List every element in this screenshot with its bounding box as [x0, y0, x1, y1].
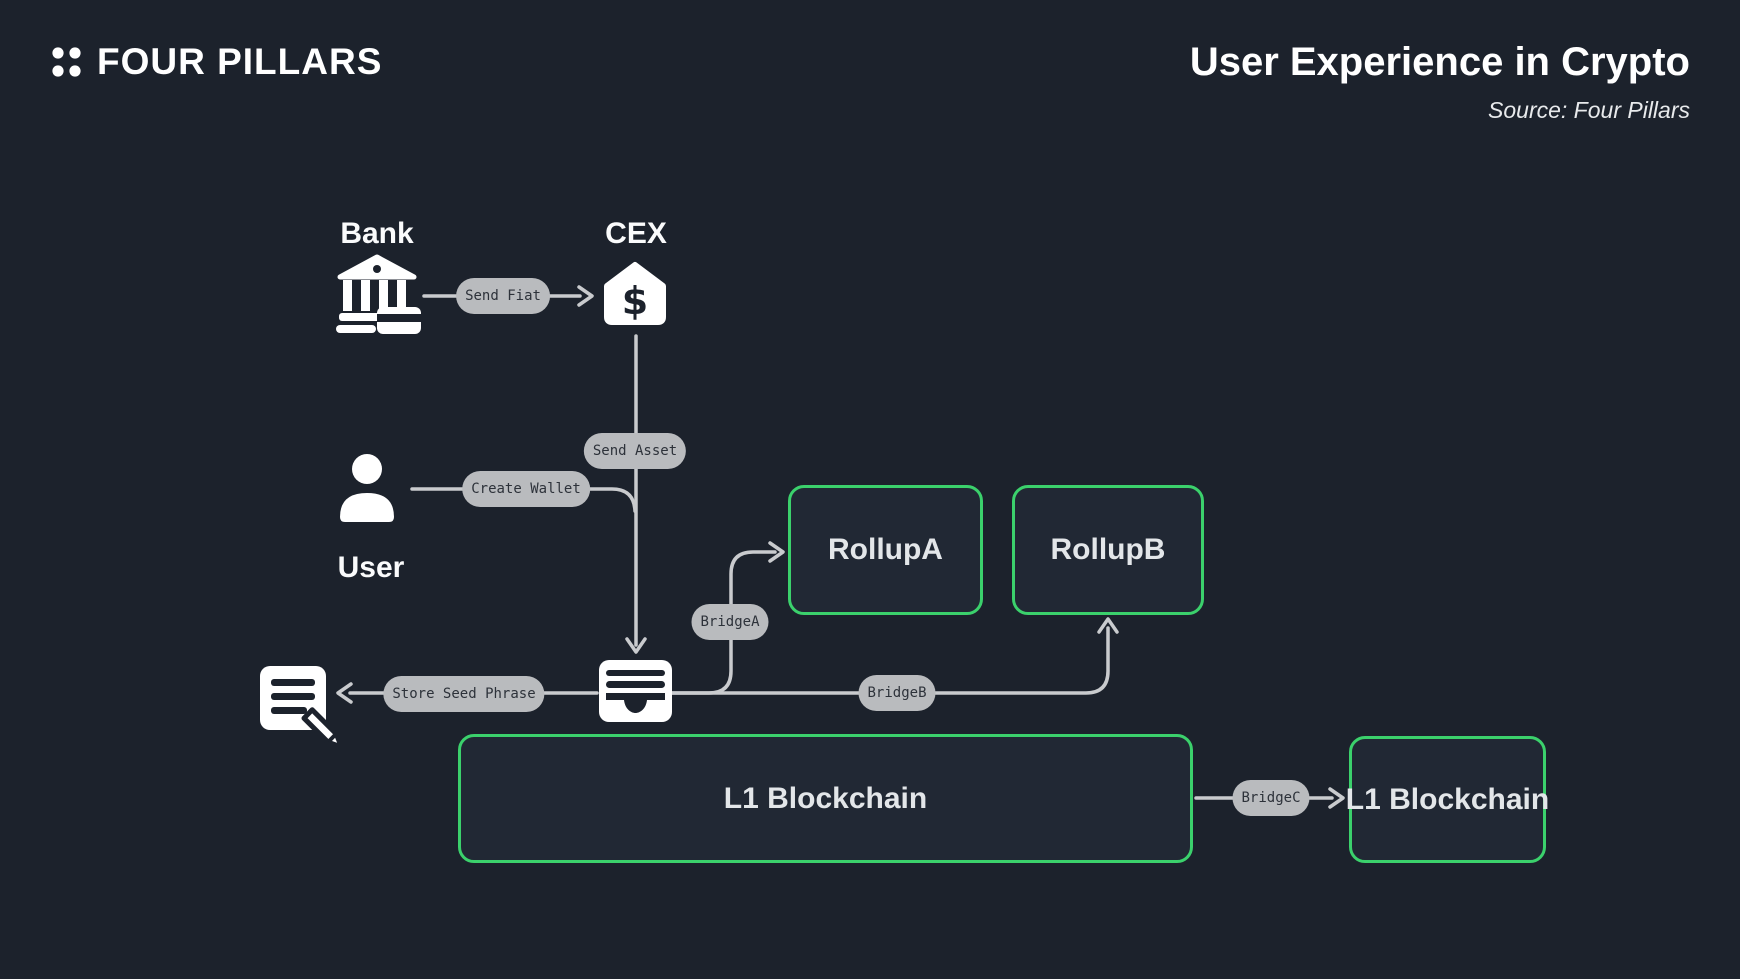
pill-send-fiat: Send Fiat [456, 278, 550, 314]
pill-bridge-c: BridgeC [1232, 780, 1310, 816]
edge-bridge-a-arrowhead [768, 541, 785, 563]
node-l1-main: L1 Blockchain [458, 734, 1193, 863]
node-rollup-b: RollupB [1012, 485, 1204, 615]
house-dollar-icon: $ [601, 261, 669, 333]
bank-label: Bank [340, 217, 414, 250]
cex-label: CEX [605, 217, 667, 250]
four-dots-logo-icon [52, 47, 81, 77]
pill-bridge-a: BridgeA [691, 604, 769, 640]
brand: FOUR PILLARS [49, 41, 382, 83]
edge-send-asset-arrowhead [625, 637, 647, 654]
source-note: Source: Four Pillars [1488, 97, 1690, 123]
pill-bridge-b: BridgeB [858, 675, 936, 711]
node-l1-secondary-label: L1 Blockchain [1345, 782, 1550, 816]
pill-store-seed-phrase: Store Seed Phrase [383, 676, 545, 712]
note-with-pencil-icon [258, 664, 348, 755]
bank-building-with-card-icon [335, 254, 421, 339]
edge-bridge-b-line [670, 626, 1110, 695]
brand-name: FOUR PILLARS [97, 41, 383, 82]
pill-send-asset: Send Asset [583, 433, 687, 469]
node-rollup-a-label: RollupA [828, 533, 943, 566]
edge-bridge-c-arrowhead [1328, 787, 1345, 809]
edge-bridge-b-arrowhead [1097, 617, 1119, 634]
node-l1-main-label: L1 Blockchain [723, 781, 928, 815]
node-rollup-b-label: RollupB [1050, 533, 1166, 566]
svg-text:$: $ [622, 279, 648, 323]
person-icon [336, 452, 398, 529]
node-l1-secondary: L1 Blockchain [1345, 736, 1550, 863]
page-title: User Experience in Crypto [1189, 40, 1690, 84]
edge-send-fiat-arrowhead [577, 285, 594, 307]
wallet-icon [599, 660, 672, 727]
node-rollup-a: RollupA [788, 485, 983, 615]
user-label: User [337, 551, 405, 584]
edge-store-seed-arrowhead [336, 682, 353, 704]
edge-create-wallet-line [410, 487, 637, 513]
pill-create-wallet: Create Wallet [462, 471, 590, 507]
